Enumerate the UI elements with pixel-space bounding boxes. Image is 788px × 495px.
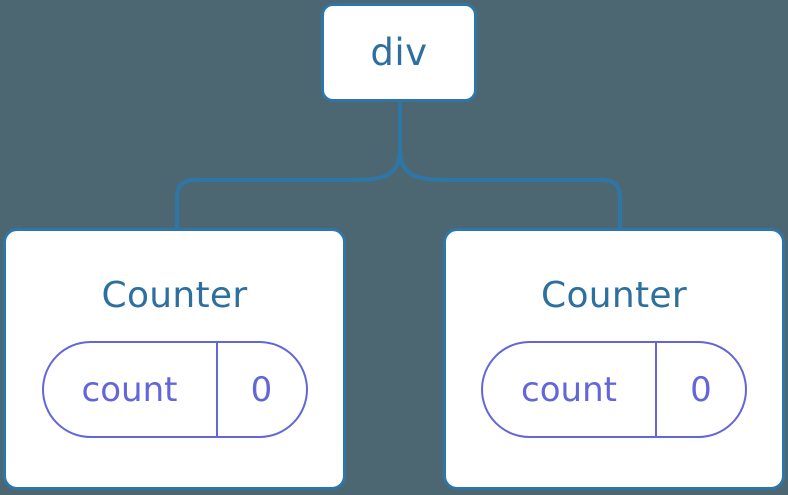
- state-pill[interactable]: count 0: [481, 341, 747, 438]
- state-value-label: 0: [690, 369, 712, 410]
- component-node-counter-2[interactable]: Counter count 0: [443, 228, 785, 490]
- state-key-label: count: [44, 343, 218, 436]
- connector-branch-right: [398, 146, 622, 232]
- state-pill[interactable]: count 0: [41, 341, 308, 438]
- state-key-label: count: [483, 343, 657, 436]
- root-node-label: div: [370, 31, 428, 74]
- connector-branch-left: [175, 146, 402, 232]
- component-title: Counter: [101, 275, 248, 316]
- state-value-label: 0: [250, 369, 273, 410]
- root-node-div[interactable]: div: [321, 3, 477, 102]
- component-node-counter-1[interactable]: Counter count 0: [3, 228, 346, 490]
- component-title: Counter: [541, 275, 687, 316]
